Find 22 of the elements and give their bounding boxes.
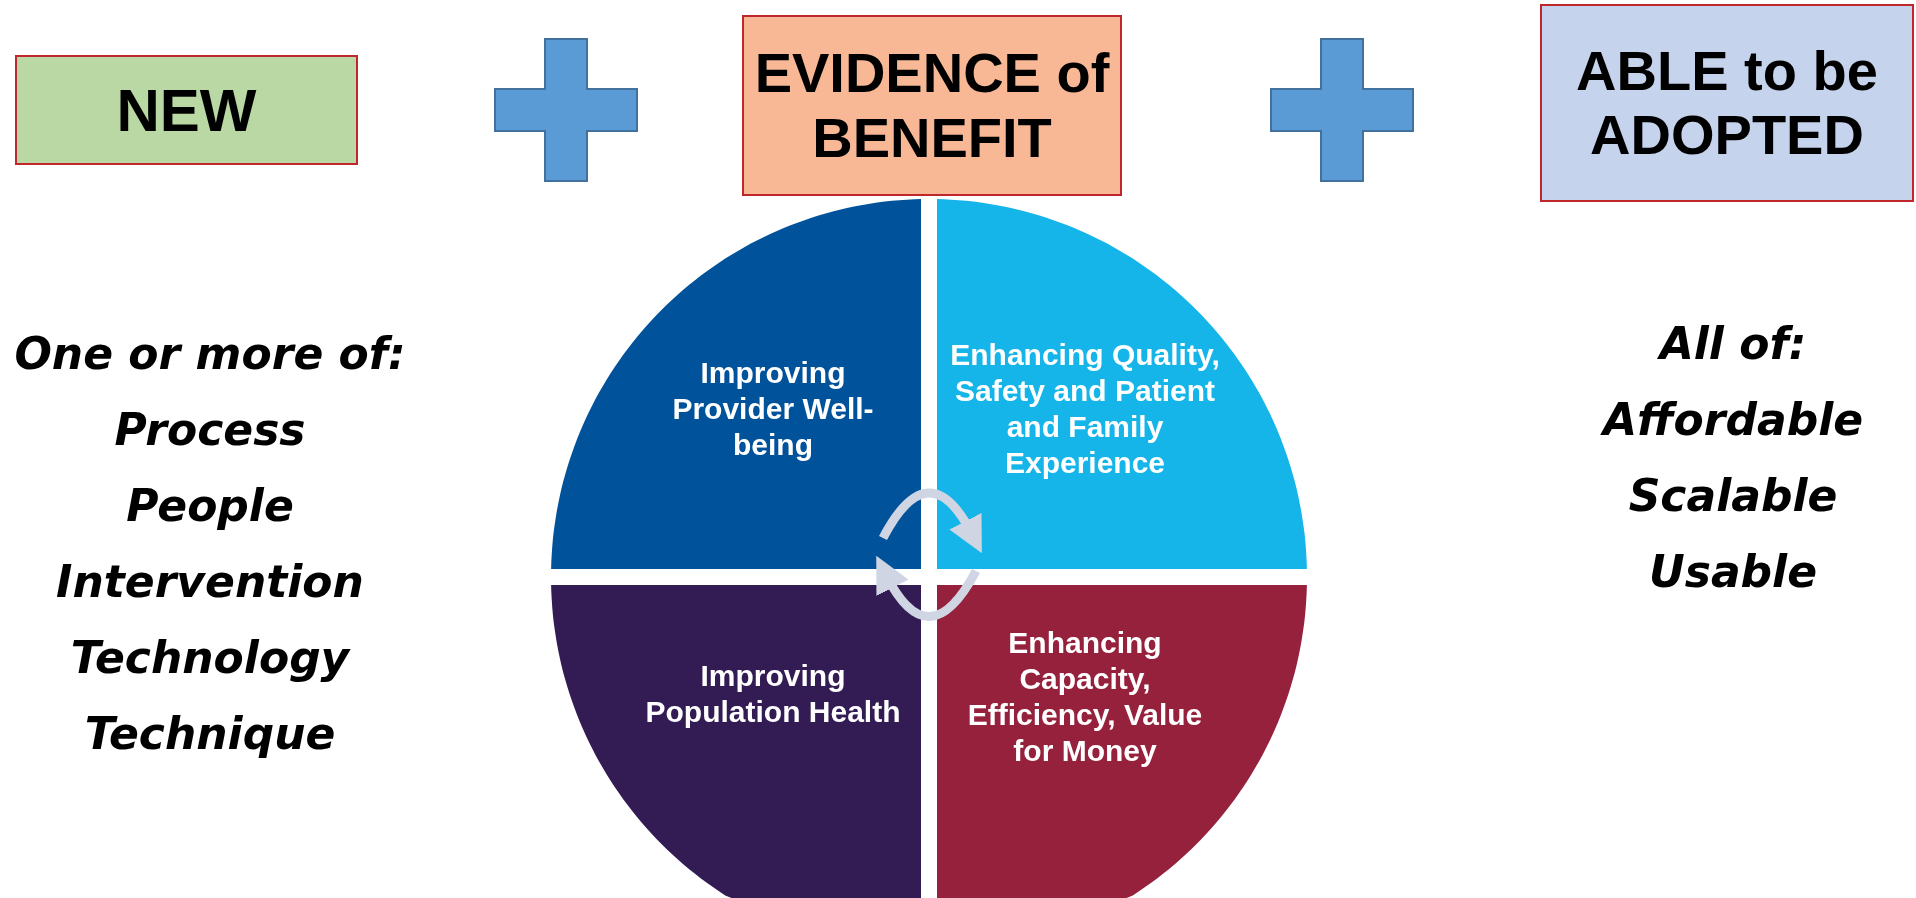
list-item: Intervention bbox=[56, 556, 364, 608]
segment-label: Enhancing Quality, Safety and Patient and Family Experience bbox=[949, 337, 1221, 481]
list-item: Technology bbox=[70, 632, 350, 684]
list-item: Affordable bbox=[1602, 394, 1864, 446]
list-item: Technique bbox=[84, 708, 336, 760]
cycle-arrow bbox=[879, 488, 983, 553]
list-item: Usable bbox=[1649, 546, 1817, 598]
title-box bbox=[15, 55, 358, 165]
box-title: EVIDENCE of BENEFIT bbox=[753, 41, 1111, 170]
cycle-arrow bbox=[875, 556, 980, 621]
list-item: Scalable bbox=[1628, 470, 1838, 522]
list-item: People bbox=[126, 480, 294, 532]
list-heading: All of: bbox=[1659, 318, 1807, 370]
list-heading: One or more of: bbox=[14, 328, 406, 380]
segment-label: Enhancing Capacity, Efficiency, Value for Money bbox=[966, 625, 1204, 769]
box-title: ABLE to be ADOPTED bbox=[1575, 38, 1879, 168]
segment-label: Improving Population Health bbox=[644, 658, 902, 730]
title-box bbox=[1540, 4, 1914, 202]
box-title: NEW bbox=[116, 75, 257, 145]
list-item: Process bbox=[114, 404, 306, 456]
segment-label: Improving Provider Well-being bbox=[671, 355, 875, 463]
title-box bbox=[742, 15, 1122, 196]
